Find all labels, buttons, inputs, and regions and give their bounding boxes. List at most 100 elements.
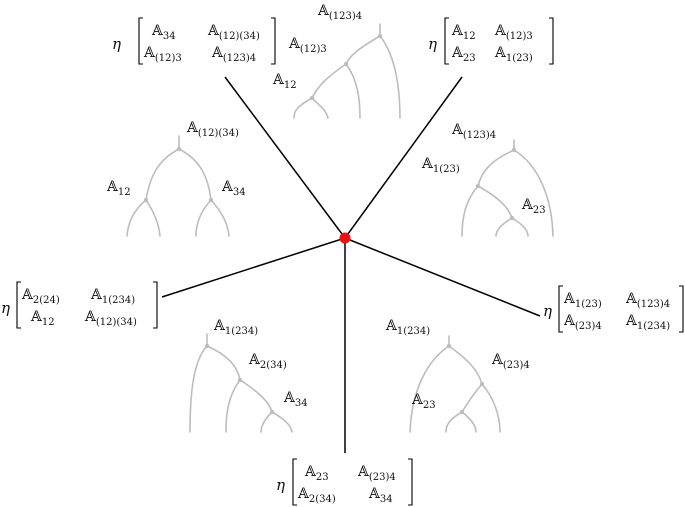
subscript: (12)(34) [219,31,260,42]
subscript: (123)4 [329,11,362,22]
subscript: (123)4 [463,130,496,141]
tree-top: 𝔸(123)4 𝔸(12)3 𝔸12 [272,3,401,119]
subscript: (23)4 [369,472,396,483]
math-symbol: 𝔸 [304,464,317,480]
subscript: (12)(34) [96,317,137,328]
matrix-left: η 𝔸2(24) 𝔸1(234) 𝔸12 𝔸(12)(34) [1,281,158,329]
tree-upper-right-low-label: 𝔸23 [521,197,546,216]
subscript: 23 [463,53,476,64]
tree-upper-left-left-label: 𝔸12 [106,179,131,198]
subscript: (12)3 [300,44,327,55]
math-symbol: 𝔸 [494,23,507,39]
matrix-entry-a: 𝔸2(24) [21,287,60,306]
matrix-entry-b: 𝔸(23)4 [357,464,396,483]
subscript: 23 [423,400,436,411]
math-symbol: 𝔸 [385,318,398,334]
math-symbol: 𝔸 [211,45,224,61]
eta-symbol: η [276,476,285,494]
subscript: 12 [42,317,55,328]
matrix-entry-a: 𝔸23 [304,464,329,483]
math-symbol: 𝔸 [451,23,464,39]
spokes [161,76,541,453]
subscript: 12 [463,31,476,42]
math-symbol: 𝔸 [451,45,464,61]
spoke-top-right [344,76,463,239]
subscript: 1(234) [225,326,258,337]
tree-upper-right-mid-label: 𝔸1(23) [421,156,460,175]
tree-node [446,343,452,349]
subscript: 23 [533,205,546,216]
subscript: 2(34) [260,360,287,371]
tree-node [143,197,149,203]
tree-node [343,61,349,67]
math-symbol: 𝔸 [563,313,576,329]
matrix-top-right: η 𝔸12 𝔸(12)3 𝔸23 𝔸1(23) [428,17,554,65]
math-symbol: 𝔸 [317,3,330,19]
tree-node [237,377,243,383]
subscript: 23 [316,472,329,483]
subscript: 1(23) [433,164,460,175]
tree-lower-right-root-label: 𝔸1(234) [385,318,430,337]
math-symbol: 𝔸 [491,352,504,368]
subscript: 12 [118,187,131,198]
math-symbol: 𝔸 [357,464,370,480]
tree-upper-right: 𝔸(123)4 𝔸1(23) 𝔸23 [421,122,554,237]
bracket-right [153,281,158,329]
bracket-left [558,285,563,333]
math-symbol: 𝔸 [272,72,285,88]
tree-node [459,409,465,415]
tree-upper-left: 𝔸(12)(34) 𝔸12 𝔸34 [106,120,246,237]
math-symbol: 𝔸 [368,486,381,502]
math-symbol: 𝔸 [106,179,119,195]
tree-node [377,33,383,39]
math-symbol: 𝔸 [90,287,103,303]
tree-lower-right: 𝔸1(234) 𝔸(23)4 𝔸23 [385,318,530,433]
tree-node [509,215,515,221]
eta-symbol: η [428,35,437,53]
subscript: 2(34) [309,494,336,505]
matrix-entry-c: 𝔸(23)4 [563,313,602,332]
tree-upper-left-root-label: 𝔸(12)(34) [186,120,239,139]
math-symbol: 𝔸 [221,179,234,195]
math-symbol: 𝔸 [625,291,638,307]
tree-top-mid-label: 𝔸(12)3 [288,36,327,55]
matrix-entry-d: 𝔸1(23) [494,45,533,64]
math-symbol: 𝔸 [297,486,310,502]
tree-lower-left-low-label: 𝔸34 [283,390,308,409]
matrix-entry-d: 𝔸34 [368,486,393,505]
subscript: (12)3 [155,53,182,64]
math-symbol: 𝔸 [521,197,534,213]
spoke-left [161,237,346,298]
math-symbol: 𝔸 [248,352,261,368]
tree-upper-right-root-label: 𝔸(123)4 [451,122,496,141]
bracket-right [679,285,684,333]
subscript: 34 [380,494,393,505]
subscript: 2(24) [33,295,60,306]
tree-lower-right-low-label: 𝔸23 [411,392,436,411]
tree-lower-left-mid-label: 𝔸2(34) [248,352,287,371]
eta-symbol: η [1,299,10,317]
matrix-entry-c: 𝔸(12)3 [143,45,182,64]
subscript: (12)(34) [198,128,239,139]
math-symbol: 𝔸 [283,390,296,406]
center-vertex [339,232,351,244]
tree-node [511,147,517,153]
matrix-bottom: η 𝔸23 𝔸(23)4 𝔸2(34) 𝔸34 [276,458,413,506]
tree-lower-left-root-label: 𝔸1(234) [213,318,258,337]
subscript: 34 [233,187,246,198]
tree-lower-left: 𝔸1(234) 𝔸2(34) 𝔸34 [189,318,308,433]
tree-top-root-label: 𝔸(123)4 [317,3,362,22]
math-symbol: 𝔸 [30,309,43,325]
tree-node [208,197,214,203]
bracket-right [549,17,554,65]
matrix-entry-b: 𝔸1(234) [90,287,135,306]
spoke-top-left [224,76,346,239]
bracket-left [292,458,297,506]
eta-symbol: η [543,302,552,320]
subscript: 1(234) [397,326,430,337]
subscript: 1(234) [637,321,670,332]
tree-node [269,409,275,415]
tree-node [309,95,315,101]
bracket-left [444,17,449,65]
